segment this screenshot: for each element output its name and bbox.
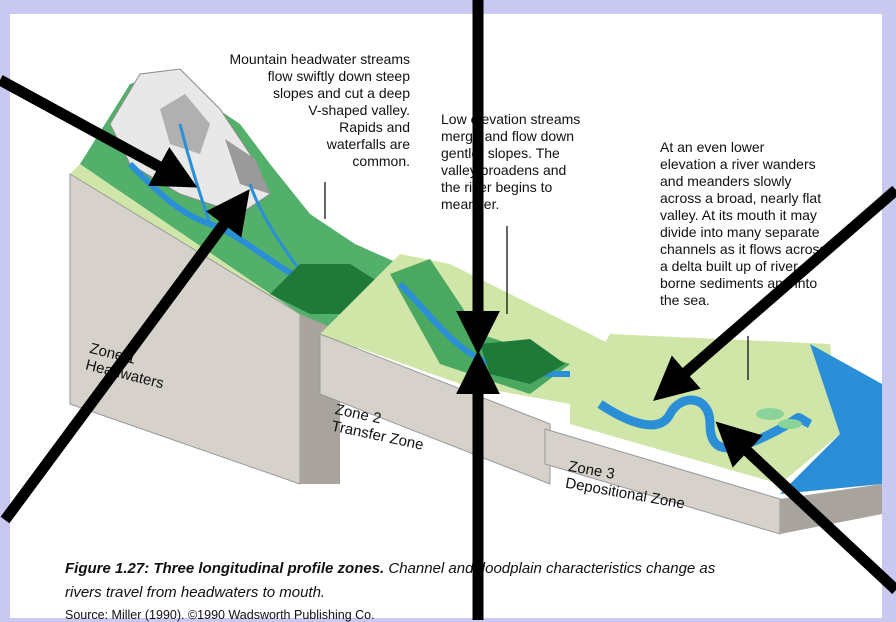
transfer-note: Low elevation streams merge and flow dow… <box>441 111 641 213</box>
figure-panel: Mountain headwater streams flow swiftly … <box>10 14 882 618</box>
zone3-block <box>545 334 882 534</box>
figure-caption: Figure 1.27: Three longitudinal profile … <box>65 560 715 577</box>
headwater-note: Mountain headwater streams flow swiftly … <box>150 51 410 170</box>
river-profile-diagram <box>10 14 882 618</box>
depositional-note: At an even lower elevation a river wande… <box>660 139 890 309</box>
figure-caption-line2: rivers travel from headwaters to mouth. <box>65 584 325 601</box>
